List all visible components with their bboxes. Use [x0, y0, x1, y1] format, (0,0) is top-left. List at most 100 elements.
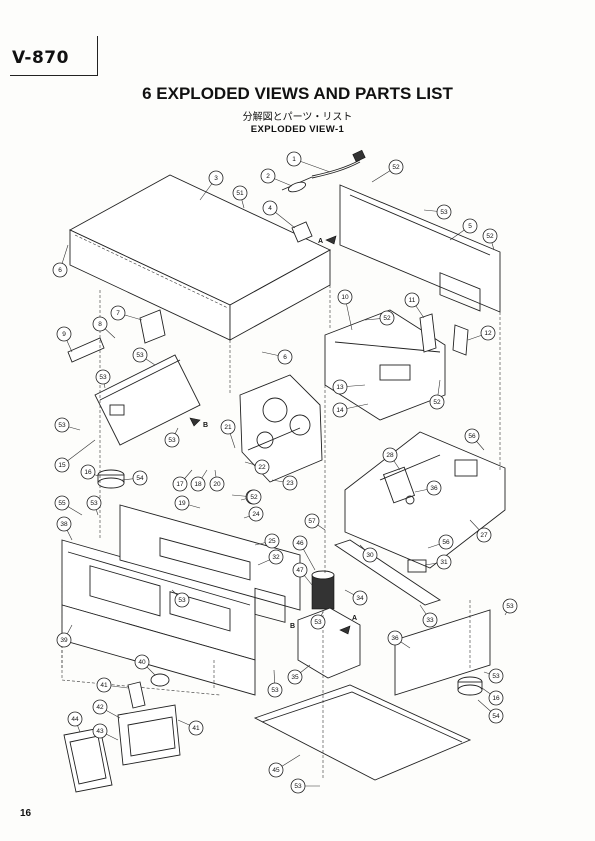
marker-a-top: A — [318, 238, 323, 245]
callout-number: 46 — [296, 540, 304, 547]
callout-35: 35 — [288, 670, 302, 684]
callout-1: 1 — [287, 152, 301, 166]
callout-24: 24 — [249, 507, 263, 521]
callout-56: 56 — [439, 535, 453, 549]
callout-number: 22 — [258, 464, 266, 471]
callout-40: 40 — [135, 655, 149, 669]
callout-number: 39 — [60, 637, 68, 644]
callout-number: 53 — [506, 603, 514, 610]
callout-53: 53 — [55, 418, 69, 432]
callout-number: 14 — [336, 407, 344, 414]
callout-number: 20 — [213, 481, 221, 488]
callout-number: 16 — [84, 469, 92, 476]
callout-51: 51 — [233, 186, 247, 200]
callout-number: 42 — [96, 704, 104, 711]
callout-number: 52 — [383, 315, 391, 322]
callout-36: 36 — [388, 631, 402, 645]
callout-number: 7 — [116, 310, 120, 317]
callout-53: 53 — [268, 683, 282, 697]
callout-number: 34 — [356, 595, 364, 602]
callout-27: 27 — [477, 528, 491, 542]
callout-8: 8 — [93, 317, 107, 331]
callout-number: 30 — [366, 552, 374, 559]
foot-part-left — [98, 470, 124, 488]
callout-38: 38 — [57, 517, 71, 531]
callout-number: 53 — [440, 209, 448, 216]
callout-31: 31 — [437, 555, 451, 569]
callout-number: 54 — [492, 713, 500, 720]
callout-6: 6 — [278, 350, 292, 364]
callout-number: 28 — [386, 452, 394, 459]
callout-7: 7 — [111, 306, 125, 320]
callout-number: 52 — [250, 494, 258, 501]
callout-number: 47 — [296, 567, 304, 574]
callout-53: 53 — [96, 370, 110, 384]
cassette-mechanism-part — [240, 375, 322, 482]
callout-53: 53 — [175, 593, 189, 607]
callout-number: 10 — [341, 294, 349, 301]
callout-25: 25 — [265, 534, 279, 548]
callout-number: 18 — [194, 481, 202, 488]
callout-3: 3 — [209, 171, 223, 185]
callout-55: 55 — [55, 496, 69, 510]
callout-32: 32 — [269, 550, 283, 564]
callout-number: 35 — [291, 674, 299, 681]
callout-57: 57 — [305, 514, 319, 528]
callout-number: 21 — [224, 424, 232, 431]
callout-53: 53 — [291, 779, 305, 793]
callout-16: 16 — [81, 465, 95, 479]
callout-52: 52 — [483, 229, 497, 243]
callout-number: 5 — [468, 223, 472, 230]
callout-53: 53 — [87, 496, 101, 510]
callout-41: 41 — [97, 678, 111, 692]
callout-number: 32 — [272, 554, 280, 561]
foot-part-right — [458, 677, 482, 695]
callout-53: 53 — [437, 205, 451, 219]
cord-bushing-part — [287, 180, 307, 194]
callout-number: 53 — [99, 374, 107, 381]
callout-number: 56 — [442, 539, 450, 546]
callout-53: 53 — [133, 348, 147, 362]
callout-number: 53 — [178, 597, 186, 604]
callout-53: 53 — [165, 433, 179, 447]
callout-number: 40 — [138, 659, 146, 666]
callout-number: 53 — [90, 500, 98, 507]
callout-4: 4 — [263, 201, 277, 215]
callout-46: 46 — [293, 536, 307, 550]
callout-14: 14 — [333, 403, 347, 417]
flywheel-part — [298, 571, 360, 678]
callout-number: 23 — [286, 480, 294, 487]
callout-2: 2 — [261, 169, 275, 183]
callout-number: 15 — [58, 462, 66, 469]
callout-52: 52 — [389, 160, 403, 174]
callout-number: 51 — [236, 190, 244, 197]
callout-number: 41 — [100, 682, 108, 689]
right-bracket-part — [335, 540, 490, 695]
callout-number: 53 — [58, 422, 66, 429]
callout-number: 55 — [58, 500, 66, 507]
callout-number: 19 — [178, 500, 186, 507]
callout-number: 52 — [486, 233, 494, 240]
callout-23: 23 — [283, 476, 297, 490]
callout-5: 5 — [463, 219, 477, 233]
callout-number: 36 — [391, 635, 399, 642]
callout-number: 53 — [492, 673, 500, 680]
callout-34: 34 — [353, 591, 367, 605]
callout-number: 25 — [268, 538, 276, 545]
callout-45: 45 — [269, 763, 283, 777]
callout-number: 36 — [430, 485, 438, 492]
callout-number: 11 — [409, 297, 416, 304]
callout-56: 56 — [465, 429, 479, 443]
callout-number: 13 — [336, 384, 344, 391]
bottom-plate-part — [255, 685, 470, 780]
callout-54: 54 — [489, 709, 503, 723]
marker-b-left: B — [203, 422, 208, 429]
callout-number: 53 — [136, 352, 144, 359]
callout-41: 41 — [189, 721, 203, 735]
cassette-door-part — [118, 682, 180, 765]
callout-number: 3 — [214, 175, 218, 182]
callout-53: 53 — [503, 599, 517, 613]
callout-number: 41 — [192, 725, 200, 732]
callout-33: 33 — [423, 613, 437, 627]
